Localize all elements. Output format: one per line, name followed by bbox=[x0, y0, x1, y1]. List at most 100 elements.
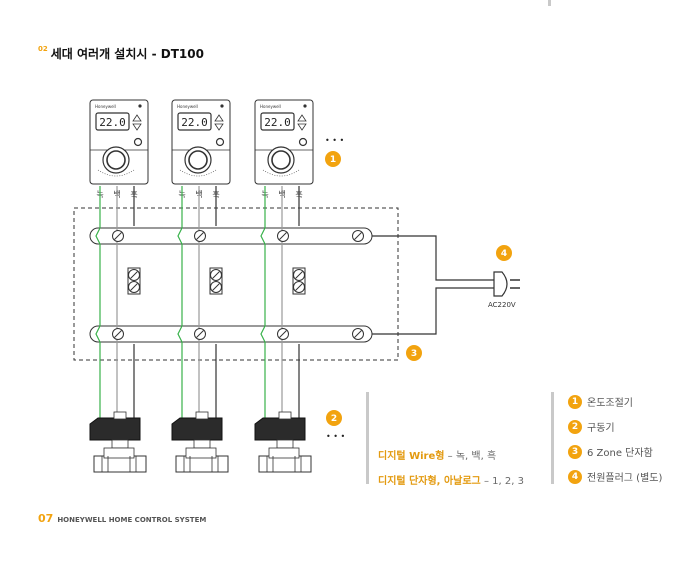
terminal-slot bbox=[130, 283, 138, 291]
actuator-body bbox=[171, 417, 223, 441]
top-divider bbox=[548, 0, 551, 6]
marker-4 bbox=[496, 245, 512, 261]
dial-inner-ring bbox=[188, 150, 208, 170]
notes-divider bbox=[366, 392, 369, 484]
legend-item-actuator: 2 구동기 bbox=[568, 419, 615, 434]
plug-wire-upper bbox=[372, 235, 494, 281]
thermostat-display-value: 22.0 bbox=[264, 116, 291, 129]
wire-green bbox=[260, 186, 266, 418]
thermostat-display bbox=[260, 112, 295, 131]
marker-3-label: 3 bbox=[411, 349, 417, 359]
mode-button-icon bbox=[298, 137, 308, 147]
terminal-slot bbox=[196, 330, 204, 338]
note-digital-wire-suffix: – 녹, 백, 흑 bbox=[444, 451, 497, 462]
footer-text: HONEYWELL HOME CONTROL SYSTEM bbox=[57, 516, 207, 524]
terminal-slot bbox=[196, 232, 204, 240]
terminal-slot bbox=[279, 232, 287, 240]
dial-scale bbox=[97, 169, 135, 177]
thermostat-display-value: 22.0 bbox=[181, 116, 208, 129]
terminal-slot bbox=[212, 271, 220, 279]
legend-label: 구동기 bbox=[587, 423, 615, 434]
dial-inner-ring bbox=[271, 150, 291, 170]
legend-divider bbox=[551, 392, 554, 484]
arrow-down-icon bbox=[214, 123, 224, 131]
marker-3 bbox=[406, 345, 422, 361]
thermostat-brand: Honeywell bbox=[177, 104, 198, 109]
terminal-box-outline bbox=[73, 207, 399, 361]
mode-button-icon bbox=[133, 137, 143, 147]
mode-button-icon bbox=[215, 137, 225, 147]
valve-bonnet bbox=[268, 447, 300, 459]
legend-label: 6 Zone 단자함 bbox=[587, 448, 653, 459]
legend-item-power-plug: 4 전원플러그 (별도) bbox=[568, 469, 662, 484]
actuator-body bbox=[254, 417, 306, 441]
dial-scale bbox=[179, 169, 217, 177]
power-label: AC220V bbox=[488, 301, 516, 309]
note-digital-terminal: 디지털 단자형, 아날로그 – 1, 2, 3 bbox=[378, 472, 524, 487]
thermostat-ellipsis: • • • bbox=[325, 136, 344, 145]
legend-badge: 4 bbox=[568, 469, 582, 484]
note-digital-terminal-suffix: – 1, 2, 3 bbox=[480, 476, 524, 487]
power-plug bbox=[493, 271, 508, 297]
actuator-body bbox=[89, 417, 141, 441]
wire-green bbox=[95, 186, 101, 418]
terminal-slot bbox=[130, 271, 138, 279]
arrow-up-icon bbox=[214, 114, 224, 122]
thermostat-display bbox=[177, 112, 212, 131]
terminal-slot bbox=[212, 283, 220, 291]
arrow-up-icon bbox=[297, 114, 307, 122]
thermostat-brand: Honeywell bbox=[95, 104, 116, 109]
status-led-icon bbox=[303, 104, 307, 108]
dial-scale bbox=[262, 169, 300, 177]
marker-1 bbox=[325, 151, 341, 167]
actuator-cable-gland bbox=[113, 411, 127, 420]
actuator-ellipsis: • • • bbox=[326, 432, 345, 441]
valve-bonnet bbox=[185, 447, 217, 459]
marker-4-label: 4 bbox=[501, 249, 507, 259]
note-digital-wire-label: 디지털 Wire형 bbox=[378, 451, 445, 462]
arrow-up-icon bbox=[132, 114, 142, 122]
marker-1-label: 1 bbox=[330, 155, 336, 165]
thermostat-brand: Honeywell bbox=[260, 104, 281, 109]
legend-badge: 1 bbox=[568, 394, 582, 409]
plug-wire-lower bbox=[372, 287, 494, 335]
wire-green bbox=[177, 186, 183, 418]
section-title-text: 세대 여러개 설치시 - DT100 bbox=[50, 47, 204, 61]
legend-badge: 2 bbox=[568, 419, 582, 434]
terminal-slot bbox=[114, 330, 122, 338]
marker-2 bbox=[326, 410, 342, 426]
arrow-down-icon bbox=[297, 123, 307, 131]
arrow-down-icon bbox=[132, 123, 142, 131]
actuator-cable-gland bbox=[195, 411, 209, 420]
actuator-coupling bbox=[193, 439, 211, 449]
status-led-icon bbox=[138, 104, 142, 108]
terminal-slot bbox=[354, 232, 362, 240]
thermostat-display bbox=[95, 112, 130, 131]
dial-inner-ring bbox=[106, 150, 126, 170]
legend-label: 전원플러그 (별도) bbox=[587, 473, 663, 484]
note-digital-wire: 디지털 Wire형 – 녹, 백, 흑 bbox=[378, 447, 496, 462]
legend-item-thermostat: 1 온도조절기 bbox=[568, 394, 633, 409]
section-number: 02 bbox=[38, 45, 48, 53]
actuator-cable-gland bbox=[278, 411, 292, 420]
terminal-slot bbox=[354, 330, 362, 338]
valve-bonnet bbox=[103, 447, 135, 459]
status-led-icon bbox=[220, 104, 224, 108]
legend-label: 온도조절기 bbox=[587, 398, 633, 409]
note-digital-terminal-label: 디지털 단자형, 아날로그 bbox=[378, 476, 481, 487]
marker-2-label: 2 bbox=[331, 414, 337, 424]
upper-bus-bar bbox=[89, 227, 373, 245]
lower-bus-bar bbox=[89, 325, 373, 343]
actuator-coupling bbox=[111, 439, 129, 449]
page-number: 07 bbox=[38, 512, 54, 525]
legend-badge: 3 bbox=[568, 444, 582, 459]
legend-item-terminal-box: 3 6 Zone 단자함 bbox=[568, 444, 653, 459]
terminal-slot bbox=[295, 283, 303, 291]
terminal-slot bbox=[279, 330, 287, 338]
terminal-slot bbox=[114, 232, 122, 240]
actuator-coupling bbox=[276, 439, 294, 449]
thermostat-display-value: 22.0 bbox=[99, 116, 126, 129]
